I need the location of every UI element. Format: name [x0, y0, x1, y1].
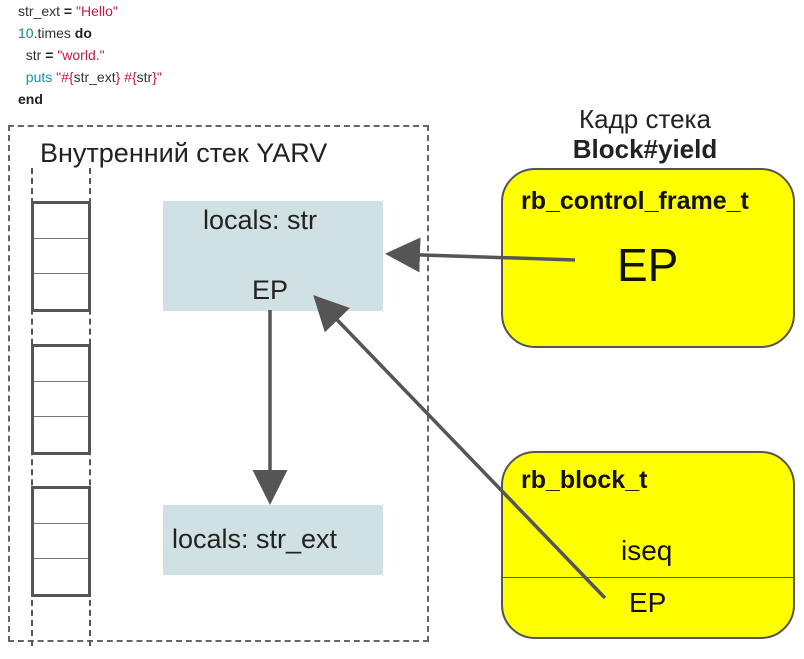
control-frame-ep: EP	[617, 239, 679, 291]
code-token: 10	[18, 25, 34, 41]
yarv-stack-title: Внутренний стек YARV	[40, 138, 328, 168]
code-line-4: puts "#{str_ext} #{str}"	[18, 66, 162, 88]
control-frame-title: rb_control_frame_t	[521, 187, 749, 215]
stack-slot	[34, 382, 88, 417]
code-token: "Hello"	[75, 3, 118, 19]
block-title: rb_block_t	[521, 466, 648, 494]
stack-slot	[34, 239, 88, 274]
env-box-block: locals: str EP	[163, 201, 383, 311]
stack-frame-group	[31, 344, 91, 455]
code-line-5: end	[18, 88, 162, 110]
stack-slot	[34, 204, 88, 239]
block-iseq: iseq	[621, 535, 673, 566]
block-divider	[503, 577, 793, 578]
code-token: str	[136, 69, 153, 85]
env-locals-label: locals: str_ext	[172, 524, 338, 554]
code-token: "world."	[57, 47, 105, 63]
code-token: puts	[18, 69, 53, 85]
code-token: }"	[152, 69, 162, 85]
block-ep: EP	[629, 587, 667, 618]
code-snippet: str_ext = "Hello" 10.times do str = "wor…	[18, 0, 162, 110]
code-token: } #{	[115, 69, 137, 85]
stack-frame-group	[31, 486, 91, 597]
stack-frame-group	[31, 201, 91, 312]
env-ep-label: EP	[252, 275, 289, 305]
stack-slot	[34, 347, 88, 382]
env-locals-label: locals: str	[203, 205, 318, 235]
code-token: str_ext	[18, 3, 61, 19]
frame-caption-line: Кадр стека	[579, 104, 711, 134]
code-token: do	[70, 25, 92, 41]
control-frame-ep-arrow	[385, 237, 576, 273]
code-token: str_ext	[73, 69, 116, 85]
code-token: str	[18, 47, 42, 63]
code-token: "#{	[52, 69, 74, 85]
env-box-outer: locals: str_ext	[163, 505, 383, 575]
frame-caption-method: Block#yield	[572, 134, 718, 164]
code-token: end	[18, 91, 43, 107]
frame-caption: Кадр стека Block#yield	[540, 104, 750, 164]
yarv-stack-container	[8, 125, 429, 642]
code-token: =	[60, 3, 76, 19]
code-line-1: str_ext = "Hello"	[18, 0, 162, 22]
code-token: .times	[33, 25, 71, 41]
code-token: =	[41, 47, 58, 63]
block-ep-arrow	[313, 294, 607, 600]
stack-slot	[34, 524, 88, 559]
block-box: rb_block_t iseq EP	[501, 451, 795, 639]
stack-slot	[34, 489, 88, 524]
code-line-2: 10.times do	[18, 22, 162, 44]
code-line-3: str = "world."	[18, 44, 162, 66]
